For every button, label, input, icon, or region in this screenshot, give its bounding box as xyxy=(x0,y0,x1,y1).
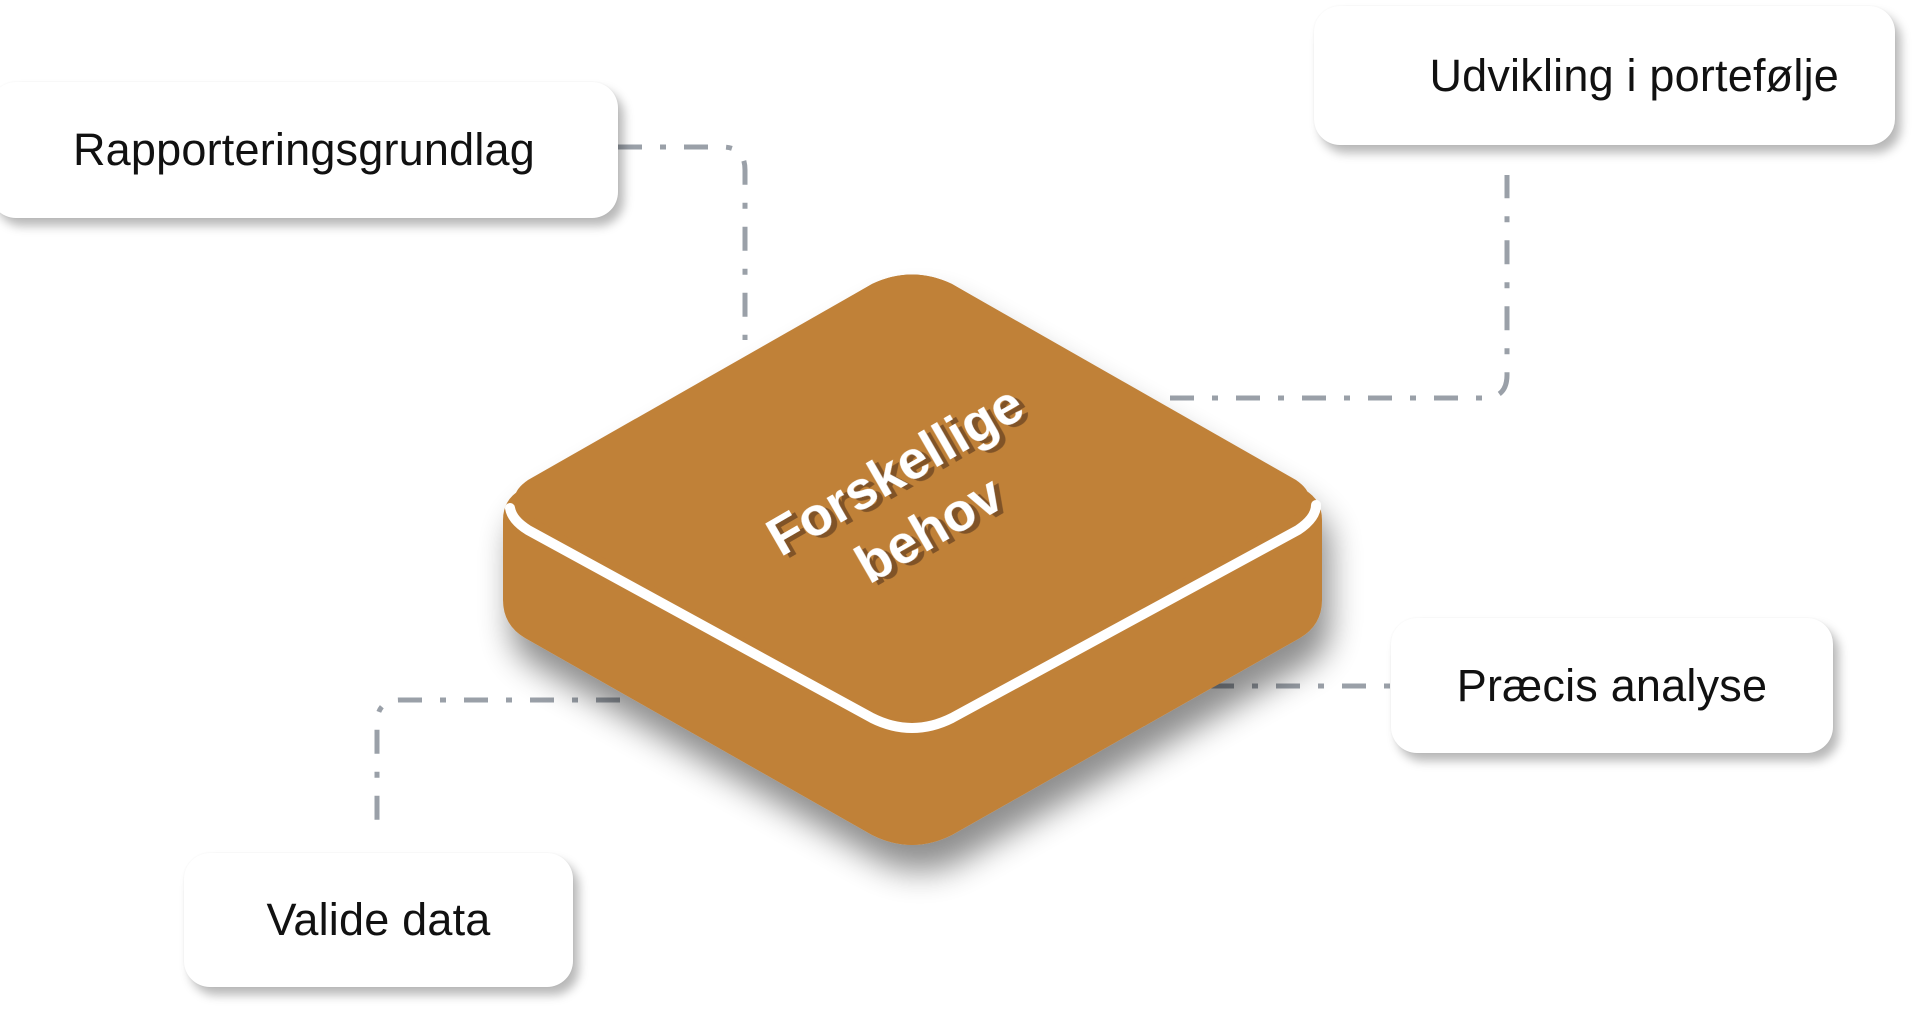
cube-rim xyxy=(505,500,1321,733)
connector-rapporteringsgrundlag xyxy=(618,144,748,340)
node-label: Præcis analyse xyxy=(1456,659,1768,711)
node-rapporteringsgrundlag: Rapporteringsgrundlag xyxy=(0,82,618,218)
node-label: Valide data xyxy=(266,894,491,945)
connector-udvikling xyxy=(1170,175,1510,401)
cube-top-face xyxy=(515,274,1309,720)
node-label: Udvikling i portefølje xyxy=(1429,49,1839,101)
node-label: Rapporteringsgrundlag xyxy=(72,124,535,175)
connectors xyxy=(374,144,1510,822)
center-cube xyxy=(503,274,1322,845)
connector-valide xyxy=(374,697,620,822)
node-praecis-analyse: Præcis analyse xyxy=(1391,618,1833,753)
node-valide-data: Valide data xyxy=(184,853,573,987)
node-udvikling-i-portefolje: Udvikling i portefølje xyxy=(1314,6,1895,145)
